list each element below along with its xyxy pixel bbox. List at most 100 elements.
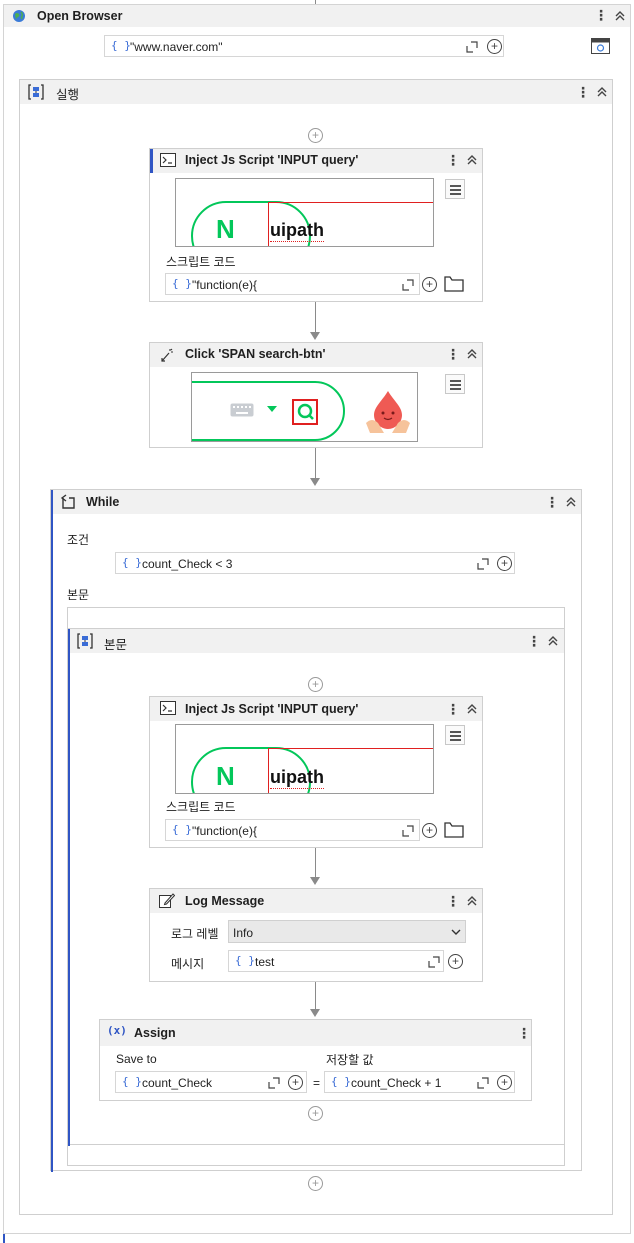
collapse-icon[interactable] [465, 894, 479, 908]
save-to-label: Save to [116, 1052, 157, 1066]
inject-js-header[interactable] [150, 697, 482, 721]
condition-value: count_Check < 3 [142, 557, 233, 571]
value-value: count_Check + 1 [351, 1076, 442, 1090]
assign-menu-icon[interactable]: ⋮ [517, 1025, 531, 1041]
expression-icon: { } [172, 823, 192, 836]
connector [315, 448, 316, 480]
add-variable-icon[interactable]: + [448, 954, 463, 969]
naver-logo: N [216, 214, 235, 244]
add-variable-icon[interactable]: + [497, 556, 512, 571]
expand-editor-icon[interactable] [428, 956, 440, 968]
url-field[interactable]: { } "www.naver.com" [104, 35, 504, 57]
inject-menu-icon[interactable]: ⋮ [446, 152, 460, 168]
inject-js-header[interactable] [150, 149, 482, 173]
options-menu-icon[interactable] [445, 374, 465, 394]
selection-highlight [292, 399, 318, 425]
log-message-header[interactable] [150, 889, 482, 913]
expression-icon: { } [331, 1075, 351, 1088]
expand-editor-icon[interactable] [402, 279, 414, 291]
add-variable-icon[interactable]: + [422, 277, 437, 292]
globe-icon [13, 10, 25, 22]
inject-js-title: Inject Js Script 'INPUT query' [185, 702, 359, 716]
expand-editor-icon[interactable] [268, 1077, 280, 1089]
click-menu-icon[interactable]: ⋮ [446, 346, 460, 362]
collapse-icon[interactable] [546, 634, 560, 648]
add-variable-icon[interactable]: + [422, 823, 437, 838]
expand-editor-icon[interactable] [466, 41, 478, 53]
assign-header[interactable] [100, 1020, 531, 1046]
preview-text: uipath [270, 767, 324, 789]
selection-highlight [268, 202, 433, 246]
open-browser-header[interactable] [4, 5, 630, 27]
element-preview-click[interactable] [191, 372, 418, 442]
expression-icon: { } [122, 1075, 142, 1088]
condition-label: 조건 [67, 533, 90, 547]
script-code-label: 스크립트 코드 [166, 255, 236, 269]
message-field[interactable]: { } test [228, 950, 444, 972]
script-code-field[interactable]: { } "function(e){ [165, 819, 420, 841]
body-sequence-header[interactable] [68, 629, 564, 653]
collapse-icon[interactable] [595, 85, 609, 99]
sequence-icon [77, 633, 93, 649]
condition-field[interactable]: { } count_Check < 3 [115, 552, 515, 574]
selection-highlight [268, 748, 433, 793]
expand-editor-icon[interactable] [477, 558, 489, 570]
browser-window-icon[interactable] [591, 38, 610, 54]
body-label: 본문 [67, 588, 90, 602]
options-menu-icon[interactable] [445, 179, 465, 199]
body-sequence-menu-icon[interactable]: ⋮ [527, 633, 541, 649]
element-preview-1[interactable]: N uipath [175, 178, 434, 247]
inject-menu-icon[interactable]: ⋮ [446, 701, 460, 717]
sequence-menu-icon[interactable]: ⋮ [576, 84, 590, 100]
collapse-icon[interactable] [564, 495, 578, 509]
expression-icon: { } [111, 39, 131, 52]
insert-activity-icon[interactable]: + [308, 1176, 323, 1191]
log-menu-icon[interactable]: ⋮ [446, 893, 460, 909]
insert-activity-icon[interactable]: + [308, 677, 323, 692]
while-menu-icon[interactable]: ⋮ [545, 494, 559, 510]
equals-sign: = [313, 1076, 321, 1090]
value-field[interactable]: { } count_Check + 1 [324, 1071, 515, 1093]
script-code-label: 스크립트 코드 [166, 800, 236, 814]
element-preview-2[interactable]: N uipath [175, 724, 434, 794]
preview-text: uipath [270, 220, 324, 242]
expand-editor-icon[interactable] [402, 825, 414, 837]
sequence-icon [28, 84, 44, 100]
mascot-icon [366, 391, 410, 433]
loop-icon [60, 494, 75, 509]
log-icon [159, 893, 175, 908]
message-value: test [255, 955, 275, 969]
log-level-select[interactable]: Info [228, 920, 466, 943]
script-code-field[interactable]: { } "function(e){ [165, 273, 420, 295]
add-variable-icon[interactable]: + [487, 39, 502, 54]
active-indicator [68, 629, 70, 1146]
open-browser-menu-icon[interactable]: ⋮ [594, 7, 608, 23]
sequence-header[interactable] [20, 80, 612, 104]
collapse-icon[interactable] [465, 702, 479, 716]
collapse-icon[interactable] [465, 153, 479, 167]
sequence-title: 실행 [56, 88, 80, 102]
while-header[interactable] [51, 490, 581, 514]
flow-arrow [310, 1009, 320, 1017]
dropdown-caret-icon [267, 406, 277, 412]
assign-title: Assign [134, 1026, 176, 1040]
folder-icon[interactable] [444, 822, 464, 838]
expand-editor-icon[interactable] [477, 1077, 489, 1089]
header-accent [150, 149, 153, 173]
insert-activity-icon[interactable]: + [308, 128, 323, 143]
add-variable-icon[interactable]: + [288, 1075, 303, 1090]
url-value: "www.naver.com" [130, 40, 223, 54]
save-to-field[interactable]: { } count_Check [115, 1071, 307, 1093]
keyboard-icon [230, 403, 254, 417]
insert-activity-icon[interactable]: + [308, 1106, 323, 1121]
collapse-icon[interactable] [613, 9, 627, 23]
collapse-icon[interactable] [465, 347, 479, 361]
log-level-value: Info [233, 926, 254, 940]
terminal-icon [160, 153, 176, 167]
options-menu-icon[interactable] [445, 725, 465, 745]
flow-arrow [310, 332, 320, 340]
click-header[interactable] [150, 343, 482, 367]
folder-icon[interactable] [444, 276, 464, 292]
flow-arrow [310, 478, 320, 486]
add-variable-icon[interactable]: + [497, 1075, 512, 1090]
